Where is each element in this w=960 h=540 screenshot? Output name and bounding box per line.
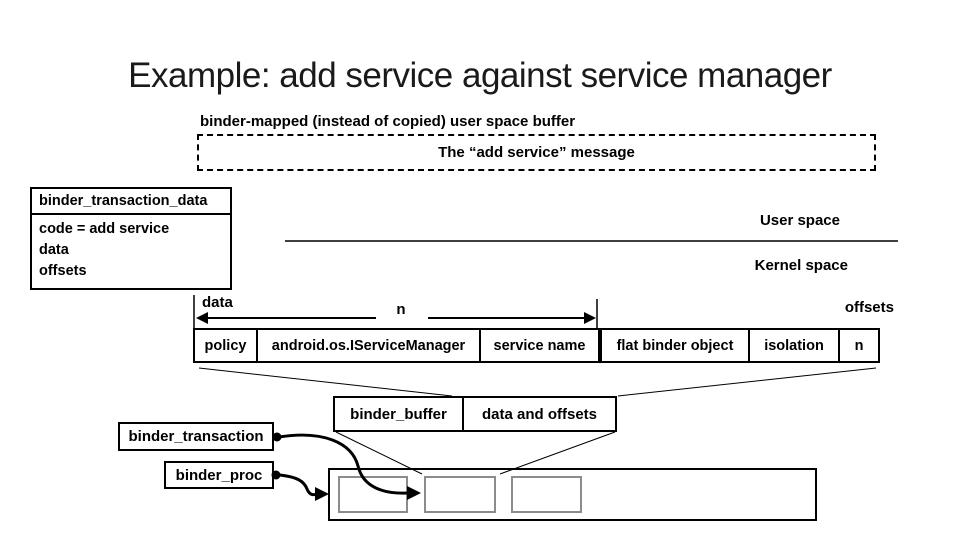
binder-transaction-box: binder_transaction [118, 422, 274, 451]
row-cell-service-name: service name [479, 328, 600, 363]
data-span-label: data [202, 294, 233, 311]
length-n-label: n [396, 301, 406, 318]
user-space-label: User space [759, 212, 840, 229]
binder-proc-arrow [279, 473, 318, 497]
message-row: policy android.os.IServiceManager servic… [193, 328, 880, 363]
binder-proc-arrow-head-icon [315, 487, 329, 501]
binder-buffer-cell: binder_buffer [335, 398, 464, 430]
binder-transaction-data-box: binder_transaction_data code = add servi… [30, 187, 232, 290]
slide-title: Example: add service against service man… [128, 56, 832, 95]
row-to-buffer-funnel-left [198, 367, 453, 397]
add-service-message-label: The “add service” message [438, 144, 635, 161]
n-arrow-left-head-icon [196, 312, 208, 324]
row-cell-isolation: isolation [748, 328, 840, 363]
row-cell-iservicemanager: android.os.IServiceManager [256, 328, 481, 363]
row-cell-policy: policy [193, 328, 258, 363]
field-code: code = add service [39, 221, 170, 237]
row-to-buffer-funnel-right [617, 367, 877, 397]
binder-proc-box: binder_proc [164, 461, 274, 489]
data-and-offsets-cell: data and offsets [481, 405, 598, 423]
offsets-span-label: offsets [844, 299, 894, 316]
buffer-note-label: binder-mapped (instead of copied) user s… [200, 113, 576, 130]
binder-buffer-box: binder_buffer data and offsets [333, 396, 617, 432]
kernel-space-label: Kernel space [754, 257, 848, 274]
buffer-region-box [424, 476, 496, 513]
buffer-region-box [338, 476, 408, 513]
binder-transaction-data-title: binder_transaction_data [32, 189, 230, 215]
field-offsets: offsets [39, 263, 87, 279]
buffer-region-box [511, 476, 582, 513]
binder-transaction-data-fields: code = add service data offsets [32, 215, 230, 288]
row-cell-flat-binder-object: flat binder object [600, 328, 750, 363]
field-data: data [39, 242, 69, 258]
n-arrow-right-head-icon [584, 312, 596, 324]
row-cell-n: n [838, 328, 880, 363]
add-service-message-box: The “add service” message [197, 134, 876, 171]
